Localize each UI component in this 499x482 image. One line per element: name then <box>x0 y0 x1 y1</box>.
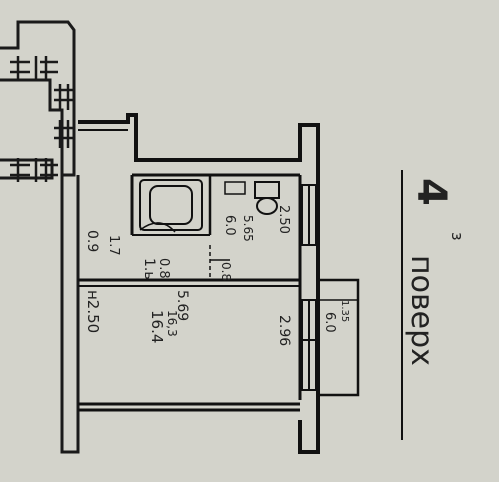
tiny-mark-label: 0.8 <box>156 258 171 279</box>
floor-number: 4 <box>408 178 454 206</box>
top-right-dimension: 2.50 <box>276 205 291 234</box>
wall-hatching <box>10 56 74 182</box>
toilet-fixture <box>254 181 280 215</box>
bath-label: 1.ь <box>141 258 157 280</box>
living-area-sub-label: 16,3 <box>165 310 179 337</box>
balcony-width-label: 6.0 <box>322 312 337 333</box>
inner-width-dimension: 5.69 <box>174 290 190 321</box>
hall-area-sub-label: 5.65 <box>241 215 255 242</box>
left-side-dimension: н2.50 <box>84 290 102 333</box>
floor-number-sub: з <box>448 232 467 241</box>
door-mark-label: 0.9 <box>84 230 100 252</box>
door-swings <box>139 222 230 261</box>
small-mark-label: 1.7 <box>106 235 121 256</box>
window-marks <box>300 184 318 391</box>
sink-fixture <box>224 181 246 195</box>
wc-label: 0.8 <box>219 262 233 281</box>
apartment-walls <box>78 113 320 454</box>
living-area-label: 16.4 <box>148 310 166 343</box>
neighbor-wall-block <box>0 20 80 454</box>
balcony-outline <box>318 278 360 397</box>
right-lower-dimension: 2.96 <box>276 315 292 346</box>
bathtub-fixture <box>139 179 203 231</box>
balcony-depth-label: 1.35 <box>339 300 350 322</box>
hall-area-label: 6.0 <box>222 215 237 236</box>
floor-word: поверх <box>404 255 439 366</box>
